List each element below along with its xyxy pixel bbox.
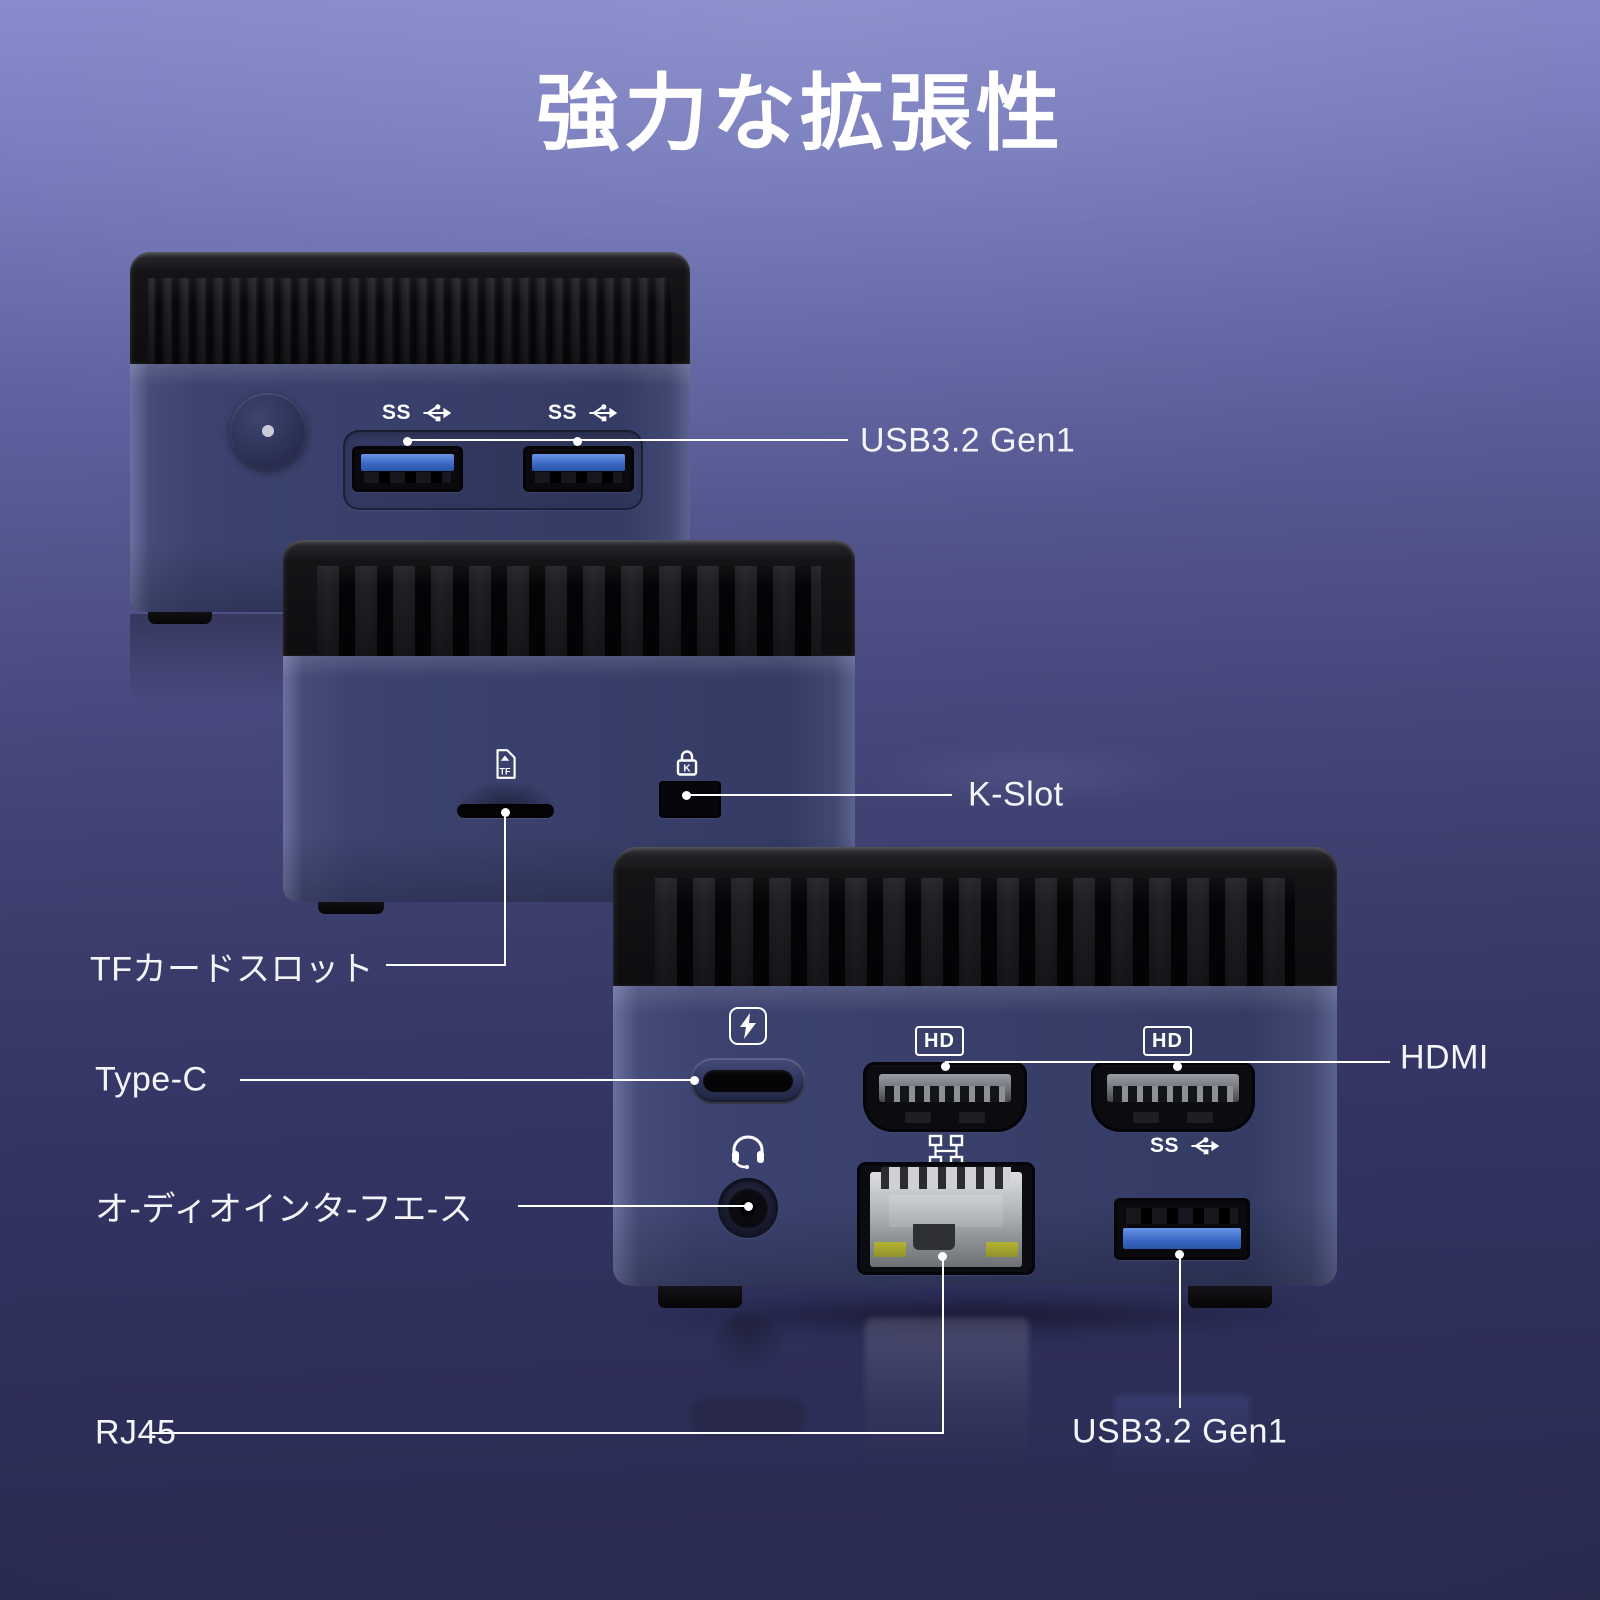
- label-rj45: RJ45: [95, 1413, 177, 1452]
- usb-ss-text: SS: [1150, 1134, 1180, 1157]
- callout-dot: [682, 791, 691, 800]
- kensington-lock-icon: K: [676, 750, 698, 776]
- usb-ss-icon: SS: [382, 400, 453, 426]
- usb-trident-icon: [1191, 1137, 1220, 1155]
- usb-ss-icon: SS: [1150, 1133, 1221, 1159]
- usb-ss-text: SS: [382, 401, 412, 424]
- rj45-led-right: [986, 1242, 1018, 1257]
- callout-line-usb-bottom: [1179, 1255, 1181, 1408]
- hdmi-port[interactable]: [863, 1062, 1027, 1132]
- rj45-port[interactable]: [857, 1162, 1035, 1275]
- page-title: 強力な拡張性: [535, 66, 1064, 161]
- callout-line-kslot: [686, 794, 952, 796]
- callout-dot: [573, 437, 582, 446]
- hd-badge-text: HD: [924, 1030, 955, 1052]
- label-audio: オ-ディオインタ-フエ-ス: [95, 1190, 474, 1229]
- lightning-bolt-icon: [740, 1013, 756, 1039]
- usb-ss-icon: SS: [548, 400, 619, 426]
- type-c-port[interactable]: [690, 1058, 806, 1104]
- callout-line-typec: [240, 1079, 694, 1081]
- tf-badge-text: TF: [499, 767, 511, 777]
- callout-dot: [744, 1202, 753, 1211]
- k-slot-opening[interactable]: [659, 781, 721, 818]
- callout-line-rj45-v: [942, 1257, 944, 1434]
- power-delivery-icon: [729, 1007, 767, 1045]
- callout-dot: [403, 437, 412, 446]
- label-k-slot: K-Slot: [968, 775, 1064, 814]
- callout-line-usb-top: [407, 439, 848, 441]
- power-led-dot: [262, 425, 274, 437]
- usb-trident-icon: [589, 404, 618, 422]
- hd-badge-text: HD: [1152, 1030, 1183, 1052]
- rj45-reflection: [865, 1318, 1029, 1468]
- label-tf-card: TFカードスロット: [89, 950, 374, 989]
- ethernet-icon: [928, 1134, 964, 1168]
- device2-vent-slots: [317, 566, 821, 656]
- callout-line-tf-v: [504, 813, 506, 966]
- callout-line-hdmi: [945, 1061, 1390, 1063]
- usb-a-port[interactable]: [352, 446, 463, 492]
- callout-line-tf-h: [386, 964, 506, 966]
- label-usb-bottom: USB3.2 Gen1: [1072, 1412, 1288, 1451]
- headset-icon: [732, 1135, 764, 1169]
- hdmi-port[interactable]: [1091, 1062, 1255, 1132]
- callout-dot: [1175, 1250, 1184, 1259]
- callout-dot: [1173, 1062, 1182, 1071]
- tf-slot-shadow: [453, 780, 559, 808]
- usb-a-port[interactable]: [1114, 1198, 1250, 1260]
- audio-jack-reflection: [716, 1312, 780, 1384]
- label-usb-top: USB3.2 Gen1: [860, 421, 1076, 460]
- callout-dot: [501, 808, 510, 817]
- usb-reflection: [1114, 1395, 1250, 1473]
- callout-dot: [690, 1076, 699, 1085]
- label-hdmi: HDMI: [1400, 1038, 1489, 1077]
- callout-dot: [941, 1062, 950, 1071]
- type-c-reflection: [690, 1398, 806, 1434]
- hd-icon: HD: [915, 1026, 964, 1056]
- rj45-led-left: [874, 1242, 906, 1257]
- device1-vent-ribs: [148, 278, 672, 364]
- usb-a-port[interactable]: [523, 446, 634, 492]
- tf-card-icon: TF: [496, 749, 516, 779]
- usb-trident-icon: [423, 404, 452, 422]
- hd-icon: HD: [1143, 1026, 1192, 1056]
- label-type-c: Type-C: [95, 1060, 208, 1099]
- callout-line-rj45-h: [150, 1432, 944, 1434]
- callout-line-audio: [518, 1205, 748, 1207]
- callout-dot: [938, 1252, 947, 1261]
- device3-vent-slots: [655, 878, 1295, 986]
- k-badge-text: K: [683, 764, 691, 775]
- usb-ss-text: SS: [548, 401, 578, 424]
